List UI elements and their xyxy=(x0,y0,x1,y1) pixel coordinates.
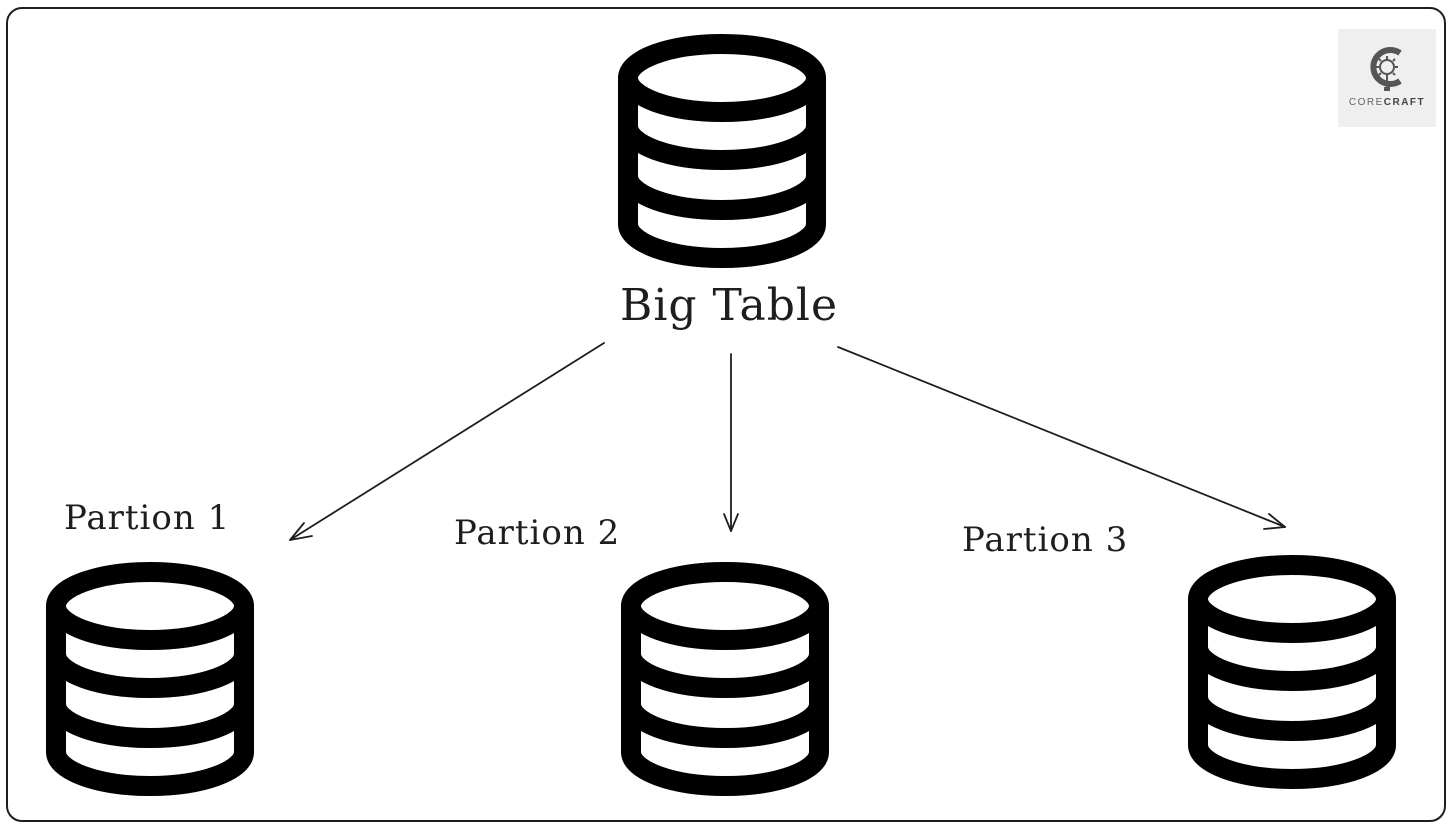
partition-3-database-icon xyxy=(1188,555,1396,789)
corecraft-logo: CORECRAFT xyxy=(1338,29,1436,127)
partition-2-database-icon xyxy=(621,562,829,796)
big-table-label: Big Table xyxy=(620,280,838,331)
partition-1-label: Partion 1 xyxy=(64,498,231,538)
partition-3-label: Partion 3 xyxy=(962,520,1129,560)
corecraft-logo-text: CORECRAFT xyxy=(1348,97,1426,108)
big-table-database-icon xyxy=(618,34,826,268)
partition-1-database-icon xyxy=(46,562,254,796)
corecraft-logo-icon xyxy=(1370,47,1402,91)
partition-2-label: Partion 2 xyxy=(454,513,621,553)
